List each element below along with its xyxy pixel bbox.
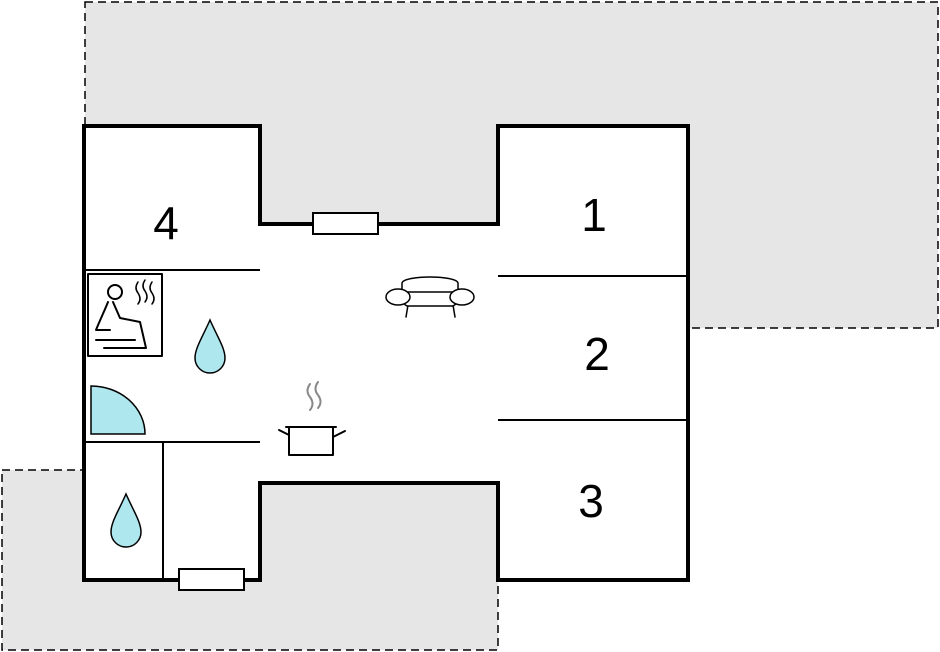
shower-quarter-circle-icon <box>90 385 146 435</box>
outer-walls <box>82 124 690 582</box>
interior-walls <box>84 269 688 580</box>
cooking-pot-icon <box>278 381 346 456</box>
room-number-3: 3 <box>578 475 604 527</box>
window-icon <box>178 568 245 591</box>
room-number-1: 1 <box>581 189 607 241</box>
sauna-icon <box>87 273 163 357</box>
window-icon <box>312 212 379 235</box>
house-floor <box>84 126 688 580</box>
water-drop-icon <box>110 492 142 548</box>
sofa-icon <box>385 276 475 318</box>
water-drop-icon <box>194 318 226 374</box>
room-number-2: 2 <box>584 328 610 380</box>
room-number-4: 4 <box>153 197 179 249</box>
